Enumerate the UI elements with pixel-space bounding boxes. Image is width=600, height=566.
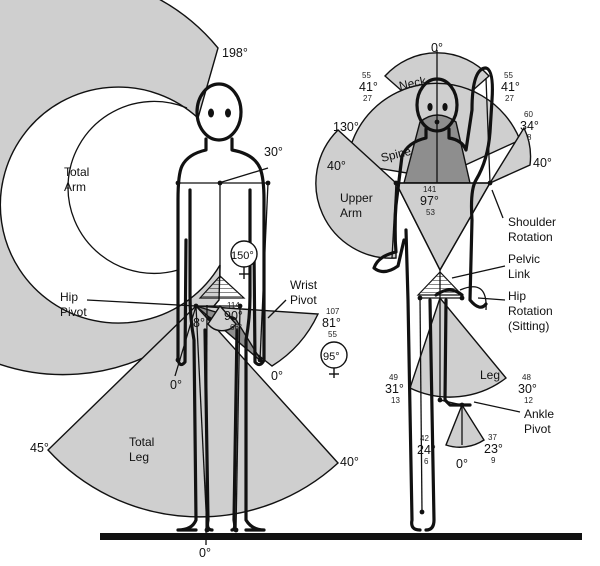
female-symbol-icon xyxy=(230,240,348,378)
left-pelvis-hatch xyxy=(198,275,246,299)
label-31: 31° xyxy=(385,382,404,396)
label-upper-arm-2: Arm xyxy=(340,206,362,220)
total-arm-inner-arc xyxy=(67,100,188,275)
ankle-wedge xyxy=(445,403,485,448)
label-90: 90° xyxy=(224,309,243,323)
label-pelvic-link-2: Link xyxy=(508,267,531,281)
label-neck-l: 41° xyxy=(359,80,378,94)
label-neck: Neck xyxy=(398,73,429,93)
label-r-40-left: 40° xyxy=(327,159,346,173)
label-30: 30° xyxy=(264,145,283,159)
label-wrist-pivot-2: Pivot xyxy=(290,293,317,307)
label-spine-r-sup: 60 xyxy=(524,110,533,119)
label-wrist-pivot-1: Wrist xyxy=(290,278,318,292)
torso-wedge xyxy=(394,182,492,272)
upper-arm-wedge xyxy=(315,129,397,259)
wrist-wedge xyxy=(207,304,237,332)
label-hip-rotation-2: Rotation xyxy=(508,304,553,318)
label-34: 34° xyxy=(520,119,539,133)
label-ankle-sub: 9 xyxy=(491,456,496,465)
label-upper-arm-1: Upper xyxy=(340,191,373,205)
label-shin-sub: 6 xyxy=(424,457,429,466)
label-ankle-sup: 37 xyxy=(488,433,497,442)
label-95: 95° xyxy=(323,351,340,363)
right-skeleton xyxy=(391,50,493,515)
left-eye-r xyxy=(225,108,231,118)
label-r-0-top: 0° xyxy=(431,41,443,55)
label-40: 40° xyxy=(340,455,359,469)
label-neck-r-sup: 55 xyxy=(504,71,513,80)
label-23: 23° xyxy=(484,442,503,456)
label-shoulder-rotation-1: Shoulder xyxy=(508,215,556,229)
left-skeleton xyxy=(174,167,271,546)
label-45: 45° xyxy=(30,441,49,455)
left-figure: 198° 30° Total Arm 150° Hip Pivot Wrist … xyxy=(0,0,359,560)
total-leg-wedge xyxy=(47,304,339,518)
label-neck-l-sup: 55 xyxy=(362,71,371,80)
label-107: 107 xyxy=(326,307,340,316)
label-r-30: 30° xyxy=(518,382,537,396)
label-8: 8° xyxy=(193,316,205,330)
label-shoulder-rotation-2: Rotation xyxy=(508,230,553,244)
label-torso-sub: 53 xyxy=(426,208,435,217)
label-55: 55 xyxy=(328,330,337,339)
label-leg-r-sup: 48 xyxy=(522,373,531,382)
ground-line xyxy=(100,533,582,540)
label-114: 114 xyxy=(227,301,240,310)
label-66: 66° xyxy=(230,323,242,332)
label-neck-r-sub: 27 xyxy=(505,94,514,103)
label-97: 97° xyxy=(420,194,439,208)
label-ankle-0: 0° xyxy=(456,457,468,471)
label-total-leg-2: Leg xyxy=(129,450,149,464)
label-total-arm-1: Total xyxy=(64,165,89,179)
label-ankle-pivot-1: Ankle xyxy=(524,407,554,421)
label-hip-rotation-1: Hip xyxy=(508,289,526,303)
left-eye-l xyxy=(208,108,214,118)
right-figure: 0° Neck 55 41° 27 55 41° 27 130° 60 34° … xyxy=(315,41,556,532)
label-hip-rotation-3: (Sitting) xyxy=(508,319,549,333)
left-pointers xyxy=(86,299,287,319)
label-leg: Leg xyxy=(480,368,500,382)
label-0-ground: 0° xyxy=(199,546,211,560)
label-0-foot-l: 0° xyxy=(170,378,182,392)
label-knee-l-sub: 13 xyxy=(391,396,400,405)
label-24: 24° xyxy=(417,443,436,457)
label-torso-sup: 141 xyxy=(423,185,437,194)
left-head xyxy=(195,82,243,142)
label-130: 130° xyxy=(333,120,359,134)
label-neck-r: 41° xyxy=(501,80,520,94)
label-198: 198° xyxy=(222,46,248,60)
label-hip-pivot-1: Hip xyxy=(60,290,78,304)
label-shin-sup: 42 xyxy=(420,434,429,443)
right-pointers xyxy=(451,189,521,413)
shoulder-right-wedge xyxy=(488,126,532,185)
label-pelvic-link-1: Pelvic xyxy=(508,252,540,266)
label-hip-pivot-2: Pivot xyxy=(60,305,87,319)
label-81: 81° xyxy=(322,316,341,330)
label-total-leg-1: Total xyxy=(129,435,154,449)
label-neck-l-sub: 27 xyxy=(363,94,372,103)
label-0-foot-r: 0° xyxy=(271,369,283,383)
label-150: 150° xyxy=(231,250,254,262)
label-total-arm-2: Arm xyxy=(64,180,86,194)
label-r-40-right: 40° xyxy=(533,156,552,170)
label-ankle-pivot-2: Pivot xyxy=(524,422,551,436)
leg-wedge xyxy=(409,296,508,398)
label-leg-r-sub: 12 xyxy=(524,396,533,405)
label-knee-l-sup: 49 xyxy=(389,373,398,382)
label-spine-r-sub: 8 xyxy=(527,133,532,142)
